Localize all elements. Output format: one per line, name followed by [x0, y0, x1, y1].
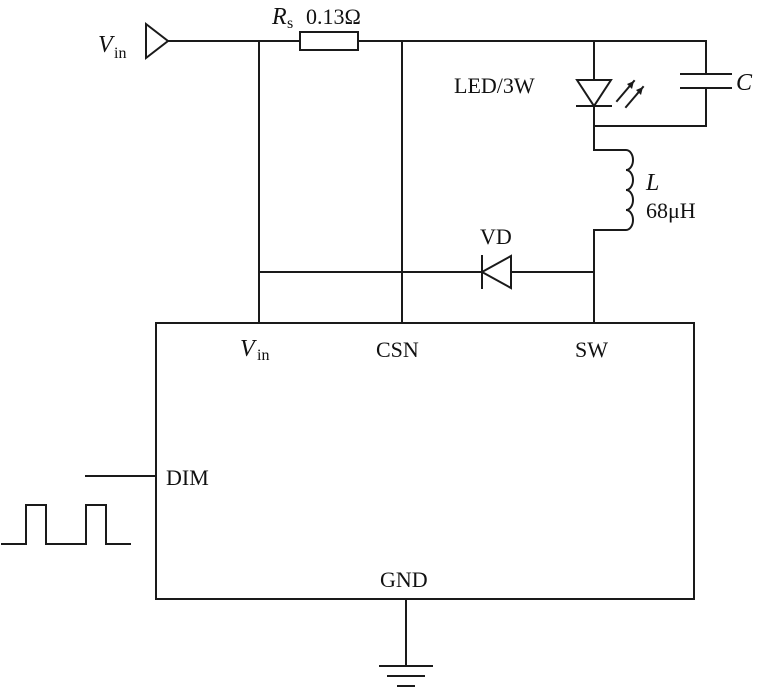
- resistor-subscript: s: [287, 15, 293, 32]
- pin-sw-label: SW: [575, 337, 608, 362]
- capacitor-symbol: [680, 73, 732, 89]
- pwm-waveform-icon: [1, 504, 131, 545]
- diode-label: VD: [480, 224, 512, 249]
- vin-terminal-symbol: V: [98, 32, 115, 58]
- ground-icon: [379, 665, 433, 687]
- pin-csn-label: CSN: [376, 337, 419, 362]
- diode-symbol: [479, 254, 512, 290]
- vin-terminal-subscript: in: [114, 45, 126, 62]
- led-light-arrows-icon: [615, 79, 645, 109]
- pin-vin-subscript: in: [257, 347, 269, 364]
- led-label: LED/3W: [454, 73, 535, 98]
- sense-resistor: [299, 31, 359, 51]
- driver-ic-body: [155, 322, 695, 600]
- pin-vin-symbol: V: [240, 336, 257, 362]
- resistor-symbol: R: [271, 4, 287, 30]
- inductor-symbol: L: [645, 170, 659, 196]
- pin-dim-label: DIM: [166, 465, 209, 490]
- capacitor-label: C: [736, 70, 753, 96]
- inductor-coil: [593, 149, 634, 231]
- vin-input-terminal: [145, 21, 301, 61]
- inductor-value: 68μH: [646, 198, 696, 223]
- pin-gnd-label: GND: [380, 567, 428, 592]
- resistor-value: 0.13Ω: [306, 4, 361, 29]
- led-symbol: [575, 79, 613, 108]
